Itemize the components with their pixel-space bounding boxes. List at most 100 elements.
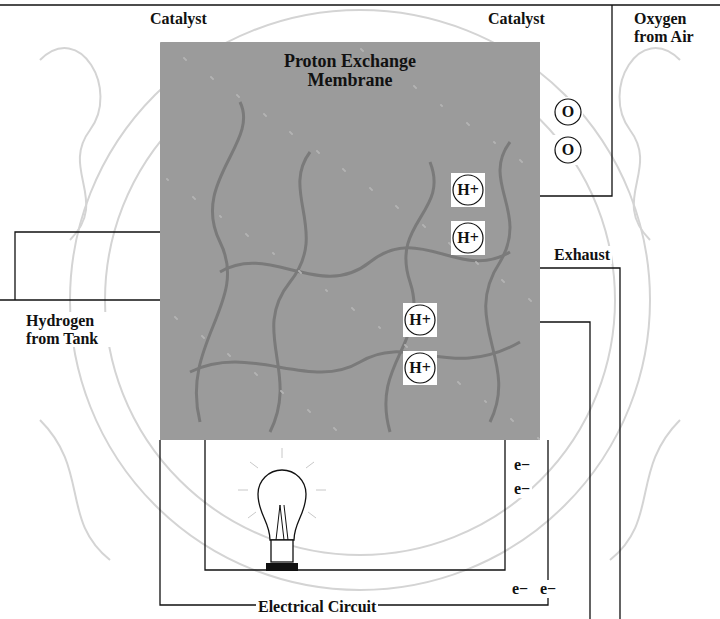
membrane-grain <box>415 87 417 89</box>
membrane-grain <box>160 42 161 43</box>
watermark-ornament <box>620 48 680 240</box>
membrane-grain <box>501 279 503 281</box>
membrane-grain <box>379 327 381 329</box>
membrane-grain <box>309 411 311 413</box>
membrane-grain <box>185 59 187 61</box>
membrane-grain <box>298 270 300 272</box>
membrane-grain <box>352 308 354 310</box>
watermark-ornament <box>40 420 110 560</box>
oxygen-atom: O <box>553 97 583 127</box>
membrane-grain <box>397 207 399 209</box>
membrane-grain <box>291 133 293 135</box>
catalyst-label: Catalyst <box>148 10 209 28</box>
membrane-grain <box>326 290 328 292</box>
hydrogen-ion: H+ <box>451 173 485 207</box>
membrane-grain <box>307 409 309 411</box>
membrane-grain <box>477 263 479 265</box>
membrane-grain <box>282 392 284 394</box>
membrane-grain <box>333 427 335 429</box>
membrane-grain <box>467 123 469 125</box>
membrane-grain <box>236 94 238 96</box>
membrane-grain <box>247 235 249 237</box>
membrane-title: Proton Exchange Membrane <box>260 52 440 90</box>
membrane-grain <box>537 437 539 439</box>
membrane-grain <box>256 374 258 376</box>
membrane-grain <box>176 318 178 320</box>
membrane-grain <box>361 49 363 51</box>
membrane-grain <box>289 131 291 133</box>
outlet-label: Exhaust <box>552 246 612 264</box>
membrane-grain <box>335 429 337 431</box>
membrane-grain <box>423 225 425 227</box>
membrane-grain <box>414 86 416 88</box>
particle-symbol: H+ <box>457 229 479 247</box>
membrane-grain <box>183 57 185 59</box>
membrane-grain <box>175 317 177 319</box>
membrane-grain <box>466 122 468 124</box>
membrane-grain <box>405 345 407 347</box>
membrane-swirl <box>196 102 243 422</box>
membrane-grain <box>521 161 523 163</box>
membrane-grain <box>369 187 371 189</box>
membrane-grain <box>318 152 320 154</box>
membrane-grain <box>263 113 265 115</box>
membrane-grain <box>351 307 353 309</box>
particle-symbol: O <box>562 103 574 121</box>
particle-symbol: H+ <box>409 359 431 377</box>
oxygen-atom: O <box>553 135 583 165</box>
membrane-grain <box>272 252 274 254</box>
membrane-grain <box>353 309 355 311</box>
membrane-grain <box>519 159 521 161</box>
membrane-grain <box>300 272 302 274</box>
membrane-grain <box>475 261 477 263</box>
membrane-grain <box>468 124 470 126</box>
membrane-grain <box>406 346 408 348</box>
membrane-grain <box>424 226 426 228</box>
membrane-grain <box>476 262 478 264</box>
membrane-grain <box>484 400 486 402</box>
membrane-grain <box>503 281 505 283</box>
membrane-grain <box>457 381 459 383</box>
membrane-grain <box>245 233 247 235</box>
particle-symbol: H+ <box>409 311 431 329</box>
membrane-grain <box>441 105 443 107</box>
membrane-grain <box>184 58 186 60</box>
membrane-grain <box>201 335 203 337</box>
membrane-grain <box>280 390 282 392</box>
exhaust-line <box>540 268 620 619</box>
membrane-grain <box>166 178 168 180</box>
membrane-grain <box>219 215 221 217</box>
membrane-grain <box>360 48 362 50</box>
electron-symbol: e− <box>512 456 532 474</box>
membrane-grain <box>511 419 513 421</box>
membrane-grain <box>413 85 415 87</box>
electron-symbol: e− <box>510 580 530 598</box>
membrane-grain <box>290 132 292 134</box>
membrane-grain <box>210 76 212 78</box>
membrane-grain <box>254 372 256 374</box>
membrane-grain <box>193 197 195 199</box>
membrane-grain <box>227 353 229 355</box>
membrane-grain <box>308 410 310 412</box>
membrane-grain <box>344 170 346 172</box>
membrane-grain <box>512 420 514 422</box>
light-bulb <box>238 448 326 571</box>
membrane-grain <box>378 326 380 328</box>
wires <box>0 5 720 619</box>
membrane-swirl <box>190 342 520 372</box>
membrane-swirl <box>386 162 434 432</box>
proton-exchange-membrane: Proton Exchange MembraneH+ H+ H+ H+ <box>160 42 540 440</box>
membrane-grain <box>211 77 213 79</box>
membrane-grain <box>404 344 406 346</box>
membrane-grain <box>167 179 169 181</box>
membrane-grain <box>229 355 231 357</box>
membrane-grain <box>458 382 460 384</box>
hydrogen-ion: H+ <box>403 303 437 337</box>
membrane-grain <box>371 189 373 191</box>
membrane-grain <box>502 280 504 282</box>
membrane-grain <box>238 96 240 98</box>
membrane-grain <box>343 169 345 171</box>
watermark-ornament <box>40 48 100 240</box>
membrane-grain <box>493 141 495 143</box>
